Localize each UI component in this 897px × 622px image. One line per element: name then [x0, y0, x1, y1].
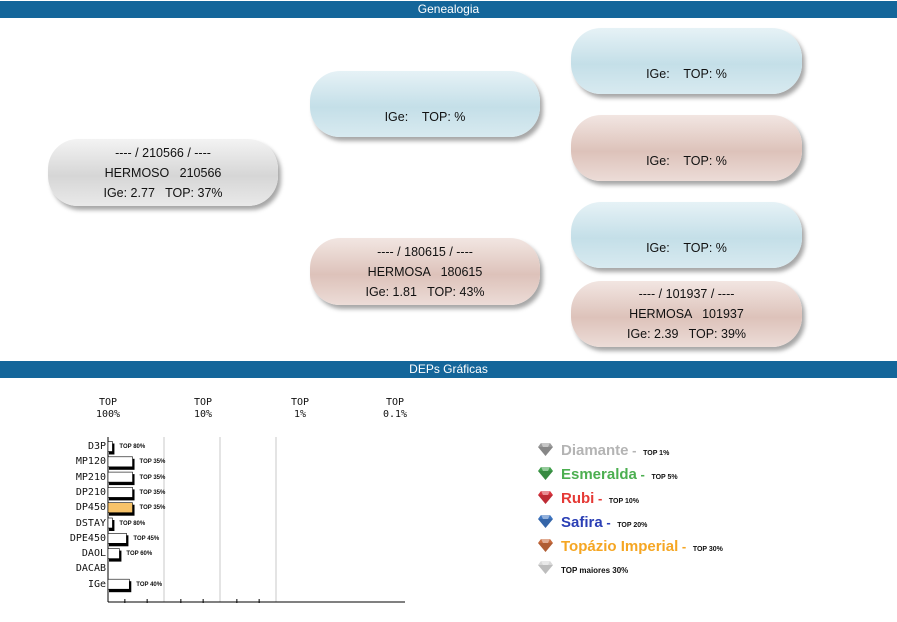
legend-separator: - [594, 491, 606, 506]
legend-name: Topázio Imperial [561, 538, 679, 555]
dep-bar-dp210 [107, 487, 133, 498]
dep-bar-daol [107, 548, 120, 559]
dep-bar-d3p [107, 441, 113, 452]
dep-label-dacab: DACAB [75, 563, 106, 575]
dep-label-ige: IGe [87, 578, 106, 590]
legend-separator: - [602, 515, 615, 530]
legend-item-esmeralda: Esmeralda - TOP 5% [538, 466, 678, 483]
dep-value-label-mp210: TOP 35% [139, 474, 166, 481]
animal-index-line: IGe: 2.77 TOP: 37% [103, 185, 223, 200]
dep-bar-dstay [107, 517, 113, 529]
legend-item-topázio: Topázio Imperial - TOP 30% [538, 538, 723, 555]
dep-label-dstay: DSTAY [75, 517, 106, 529]
dep-bar-mp120 [107, 456, 133, 468]
sire-dam-index-line: IGe: TOP: % [646, 154, 727, 168]
sire-pill[interactable]: IGe: TOP: % [310, 71, 540, 137]
gem-icon [538, 561, 553, 574]
dep-value-label-dp210: TOP 35% [139, 489, 166, 496]
gem-icon [538, 467, 553, 480]
legend-top-value: TOP 10% [608, 498, 639, 505]
dep-label-mp120: MP120 [75, 456, 106, 468]
dep-value-label-ige: TOP 40% [136, 581, 163, 588]
genealogia-header: Genealogia [0, 1, 897, 18]
animal-pill[interactable]: ---- / 210566 / ---- HERMOSO 210566 IGe:… [48, 139, 278, 206]
legend-name: Rubi [561, 490, 595, 507]
dep-label-dp450: DP450 [75, 502, 106, 514]
dam-sire-index-line: IGe: TOP: % [646, 241, 727, 255]
sire-dam-pill[interactable]: IGe: TOP: % [571, 115, 802, 181]
legend-separator: - [636, 467, 649, 482]
sire-sire-pill[interactable]: IGe: TOP: % [571, 28, 802, 94]
legend-item-rubi: Rubi - TOP 10% [538, 490, 639, 507]
legend-name: Esmeralda [561, 466, 637, 483]
legend-top-value: TOP 20% [617, 522, 648, 529]
dep-value-label-dstay: TOP 80% [119, 520, 146, 527]
legend-item-safira: Safira - TOP 20% [538, 514, 647, 531]
dam-dam-id-line: ---- / 101937 / ---- [638, 287, 735, 301]
legend-name: Safira [561, 514, 603, 531]
dam-dam-pill[interactable]: ---- / 101937 / ---- HERMOSA 101937 IGe:… [571, 281, 802, 347]
dam-id-line: ---- / 180615 / ---- [377, 244, 473, 259]
dep-value-label-dpe450: TOP 45% [133, 535, 160, 542]
legend-separator: - [678, 539, 690, 554]
legend-separator: - [628, 443, 641, 458]
dep-value-label-dp450: TOP 35% [139, 505, 166, 512]
deps-header: DEPs Gráficas [0, 361, 897, 378]
dam-index-line: IGe: 1.81 TOP: 43% [365, 284, 485, 299]
dep-value-label-mp120: TOP 35% [139, 459, 166, 466]
dep-value-label-d3p: TOP 80% [119, 444, 146, 450]
legend-top-value: TOP 1% [643, 450, 670, 457]
dep-label-dpe450: DPE450 [69, 532, 106, 544]
legend-top-value: TOP maiores 30% [561, 566, 629, 575]
dam-dam-index-line: IGe: 2.39 TOP: 39% [626, 327, 747, 341]
sire-sire-index-line: IGe: TOP: % [646, 67, 727, 81]
gem-icon [538, 443, 553, 456]
legend-name: Diamante [561, 442, 629, 459]
dep-bar-ige [107, 578, 130, 590]
gem-icon [538, 515, 553, 528]
gem-icon [538, 539, 553, 552]
animal-name-line: HERMOSO 210566 [104, 165, 222, 180]
dam-name-line: HERMOSA 180615 [367, 264, 483, 279]
legend-item-top-maiores: TOP maiores 30% [538, 560, 628, 575]
dep-label-mp210: MP210 [75, 471, 106, 483]
legend-item-diamante: Diamante - TOP 1% [538, 442, 669, 459]
dep-bar-dpe450 [107, 532, 127, 544]
dep-label-daol: DAOL [81, 548, 106, 560]
dam-sire-pill[interactable]: IGe: TOP: % [571, 202, 802, 268]
animal-id-line: ---- / 210566 / ---- [115, 145, 211, 160]
dep-value-label-daol: TOP 60% [126, 551, 153, 558]
dam-dam-name-line: HERMOSA 101937 [629, 307, 744, 321]
dep-bar-mp210 [107, 471, 133, 483]
dep-label-dp210: DP210 [75, 486, 106, 498]
gem-icon [538, 491, 553, 504]
sire-index-line: IGe: TOP: % [384, 110, 466, 124]
dam-pill[interactable]: ---- / 180615 / ---- HERMOSA 180615 IGe:… [310, 238, 540, 305]
dep-bar-dp450 [107, 502, 133, 514]
legend-top-value: TOP 5% [651, 474, 678, 481]
legend-top-value: TOP 30% [692, 546, 723, 553]
dep-label-d3p: D3P [87, 441, 106, 452]
